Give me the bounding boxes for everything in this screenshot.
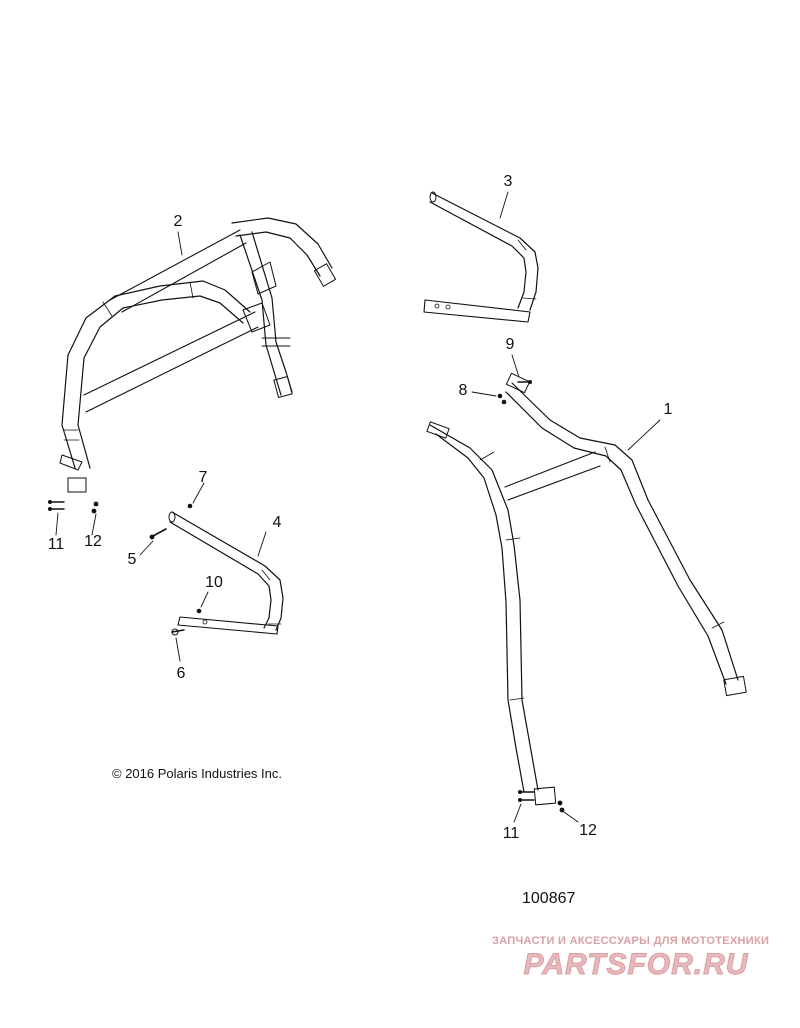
copyright-notice: © 2016 Polaris Industries Inc.: [112, 766, 282, 781]
callout-12-front: 12: [84, 533, 102, 550]
callout-7: 7: [198, 469, 208, 486]
callout-10: 10: [205, 574, 223, 591]
callout-1: 1: [663, 401, 673, 418]
hardware: [48, 380, 565, 813]
callout-9: 9: [505, 336, 515, 353]
part-3-rear-bar: [423, 191, 539, 323]
watermark-tagline: ЗАПЧАСТИ И АКСЕССУАРЫ ДЛЯ МОТОТЕХНИКИ: [492, 935, 770, 947]
figure-number: 100867: [522, 890, 576, 907]
callout-11-rear: 11: [502, 825, 520, 842]
callout-2: 2: [173, 213, 183, 230]
callout-4: 4: [272, 514, 282, 531]
callout-12-rear: 12: [579, 822, 597, 839]
callout-11-front: 11: [47, 536, 65, 553]
watermark-logo: PARTSFOR.RU: [523, 948, 749, 978]
callout-8: 8: [458, 382, 468, 399]
part-1-rear-cage: [426, 372, 747, 806]
leader-lines: [55, 191, 661, 823]
callout-5: 5: [127, 551, 137, 568]
callout-3: 3: [503, 173, 513, 190]
part-4-side-bar: [168, 511, 284, 635]
part-2-front-cage: [59, 217, 337, 493]
watermark-logo-text: PARTSFOR.RU: [524, 948, 749, 978]
callout-6: 6: [176, 665, 186, 682]
